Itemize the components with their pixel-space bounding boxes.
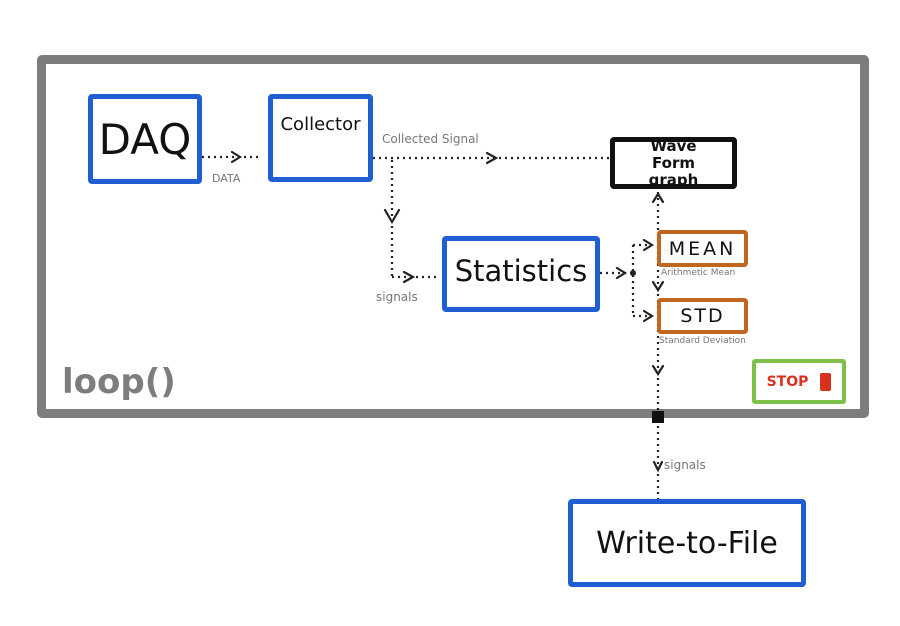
daq-node[interactable]: DAQ xyxy=(88,94,202,184)
write-to-file-node[interactable]: Write-to-File xyxy=(568,499,806,587)
collector-node[interactable]: Collector xyxy=(268,94,373,182)
tunnel-square xyxy=(652,411,664,423)
arrow-mean-down xyxy=(651,280,665,293)
write-to-file-label: Write-to-File xyxy=(596,525,778,561)
stop-button-icon[interactable] xyxy=(820,372,832,391)
daq-label: DAQ xyxy=(98,114,192,164)
std-node[interactable]: STD xyxy=(657,298,748,334)
arrow-up-waveform xyxy=(651,191,665,204)
mean-node[interactable]: MEAN xyxy=(657,230,748,267)
arrow-daq xyxy=(230,150,243,164)
arrow-collected xyxy=(485,151,499,165)
statistics-label: Statistics xyxy=(454,254,588,288)
signals-left-label: signals xyxy=(376,290,418,304)
arithmetic-mean-label: Arithmetic Mean xyxy=(661,268,736,278)
arrow-to-stats xyxy=(402,270,416,284)
arrow-std xyxy=(642,309,655,323)
junction-dot xyxy=(630,270,636,276)
arrow-down-branch xyxy=(383,208,401,225)
collector-label: Collector xyxy=(280,113,361,135)
waveform-graph-node[interactable]: Wave Form graph xyxy=(610,137,737,189)
stop-label: STOP xyxy=(766,373,809,390)
data-label: DATA xyxy=(212,172,241,185)
mean-label: MEAN xyxy=(668,237,737,260)
std-label: STD xyxy=(680,305,725,327)
arrow-write xyxy=(652,460,664,473)
loop-frame xyxy=(37,55,869,418)
signals-bottom-label: signals xyxy=(664,458,706,472)
standard-deviation-label: Standard Deviation xyxy=(659,336,746,346)
statistics-node[interactable]: Statistics xyxy=(442,236,600,312)
stop-control[interactable]: STOP xyxy=(752,359,846,404)
waveform-label: Wave Form graph xyxy=(648,136,699,189)
arrow-stats-out xyxy=(615,266,628,280)
arrow-mean xyxy=(642,238,655,252)
arrow-std-down xyxy=(651,364,665,377)
collected-signal-label: Collected Signal xyxy=(382,132,479,146)
loop-label: loop() xyxy=(62,362,176,402)
